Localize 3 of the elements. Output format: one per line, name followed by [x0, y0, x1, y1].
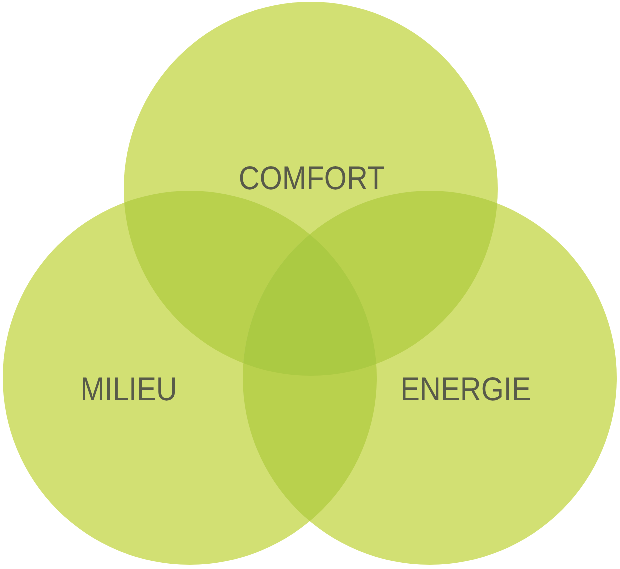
circle-label: ENERGIE	[400, 372, 532, 406]
circle-label: COMFORT	[238, 162, 386, 194]
circle-label: MILIEU	[80, 372, 178, 406]
